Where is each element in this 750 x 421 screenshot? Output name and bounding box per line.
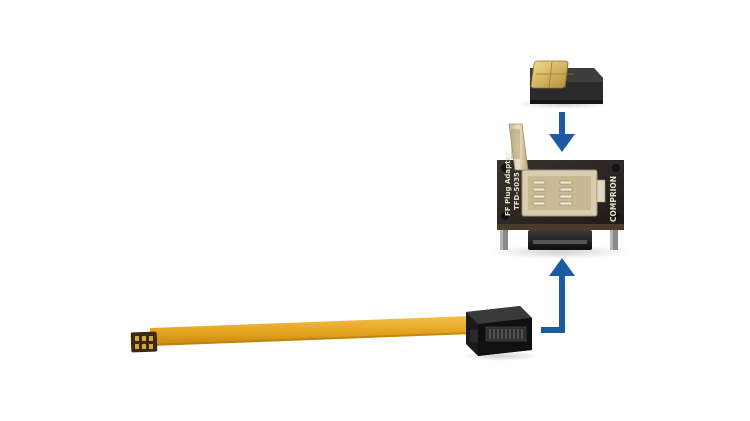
board-label-line2: TFD-5035	[513, 172, 521, 210]
sim-card	[515, 60, 611, 109]
sim-chip	[530, 60, 574, 89]
down-arrow-icon	[549, 112, 575, 152]
flex-cable	[130, 316, 472, 353]
up-arrow-icon	[541, 258, 575, 333]
plug-adapter-board: FF Plug Adapter TFD-5035 COMPRION	[490, 123, 630, 259]
cable-plug	[460, 306, 540, 361]
flex-cable-end-pads	[130, 331, 158, 353]
board-label-line1: FF Plug Adapter	[504, 152, 512, 216]
socket-contacts	[532, 180, 573, 206]
brand-label: COMPRION	[609, 176, 618, 222]
board-connector	[528, 230, 592, 250]
